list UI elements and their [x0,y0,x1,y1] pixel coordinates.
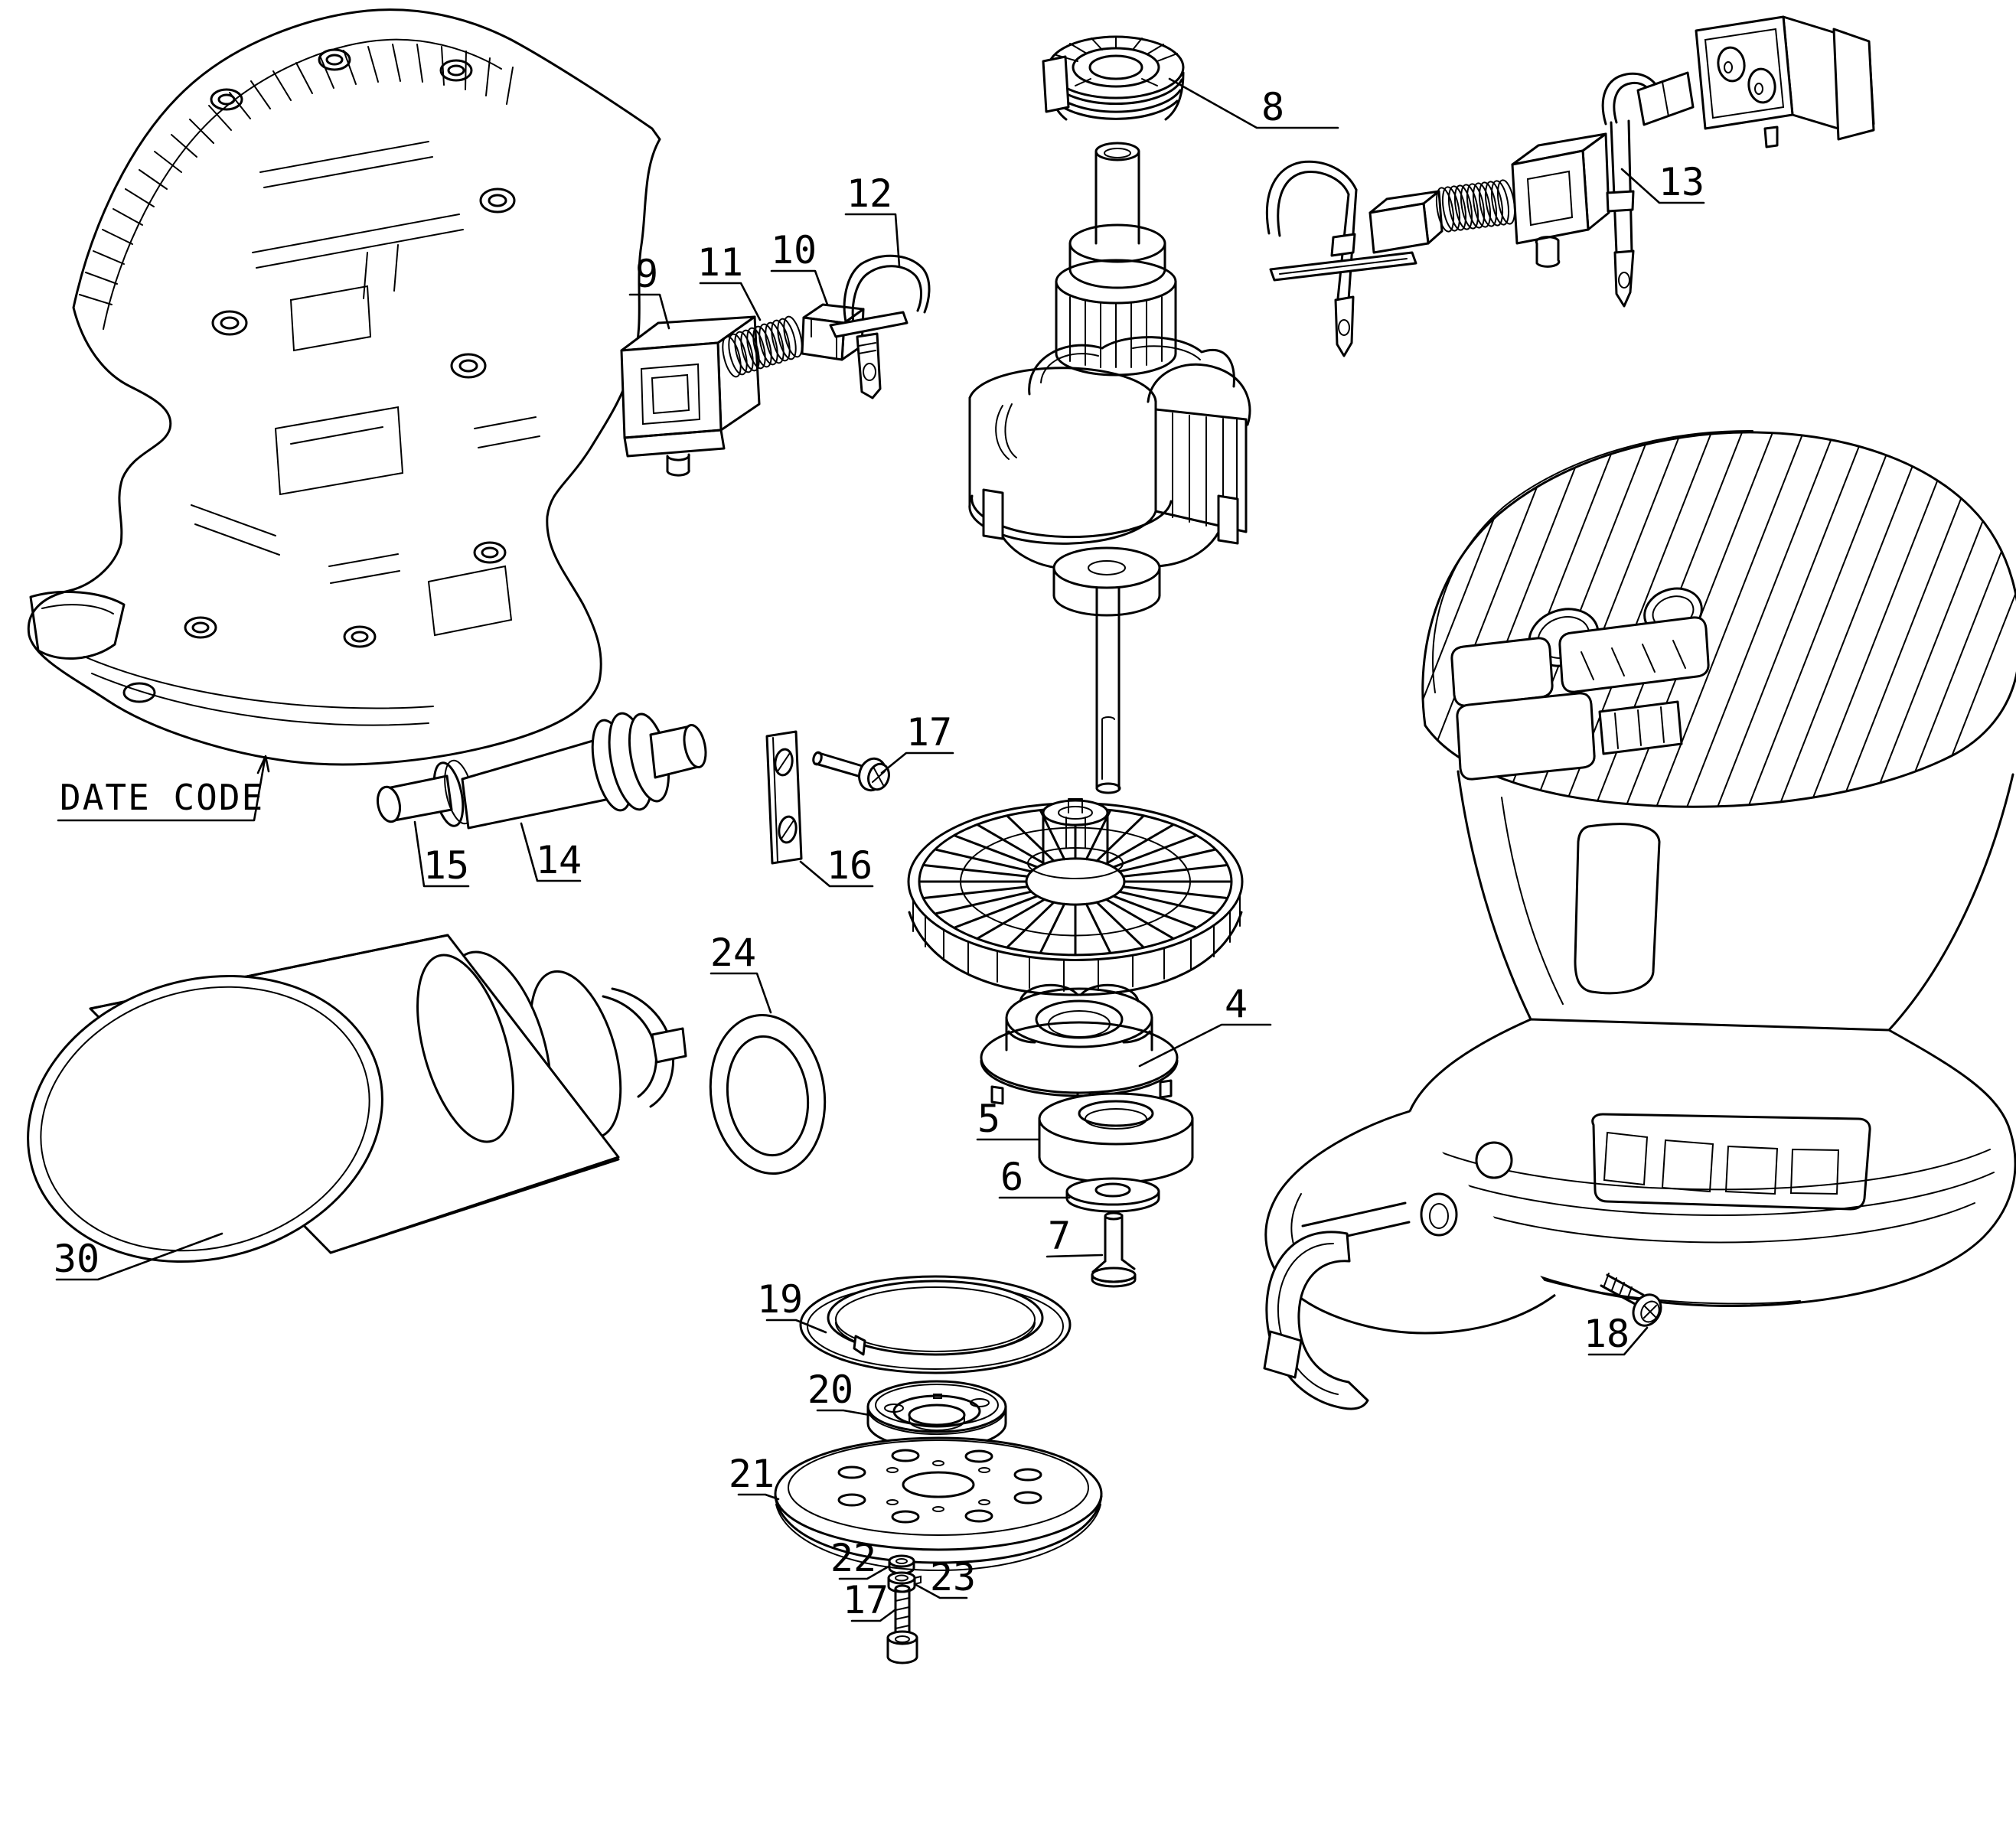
front-recess [1450,637,1554,707]
fan-blades [919,807,1231,956]
part-7-screw [1091,1211,1137,1288]
housing-base-flap [29,590,126,660]
svg-text:21: 21 [729,1452,775,1496]
brush-spring-11 [722,315,803,378]
brush-holder-9 [620,341,723,439]
svg-text:5: 5 [977,1097,1000,1141]
o-ring-24 [709,1013,827,1175]
terminal-clip-12 [829,254,931,399]
callout-5: 5 [976,1097,1040,1141]
callouts: 8 9 10 11 12 13 4 5 6 7 14 15 16 17 24 3… [54,77,1705,1622]
svg-text:24: 24 [710,931,756,975]
callout-8: 8 [1168,77,1339,129]
housing-left-half [27,8,661,766]
svg-text:17: 17 [843,1578,889,1622]
dust-canister-30 [27,934,687,1263]
retainer-tab [1042,55,1070,113]
callout-7: 7 [1046,1214,1104,1258]
svg-text:16: 16 [827,843,873,888]
callout-21: 21 [729,1452,780,1501]
retaining-plate-16 [765,730,803,865]
spindle-group [376,712,890,865]
screw-18 [1600,1273,1662,1327]
switch-flange [1832,28,1875,141]
svg-text:22: 22 [830,1536,876,1580]
callout-20: 20 [807,1368,871,1417]
svg-text:23: 23 [930,1555,976,1599]
pad-brake-ring-19 [799,1275,1072,1374]
svg-text:13: 13 [1659,160,1704,204]
part-8-field-retainer [1042,35,1185,121]
part-5-counterweight [1038,1092,1194,1184]
svg-text:10: 10 [771,228,817,272]
clamp-front [1263,1231,1369,1410]
canister-face [27,974,383,1263]
callout-10: 10 [770,228,829,306]
brush-spring-right [1435,179,1516,233]
callout-11: 11 [697,240,762,321]
callout-22: 22 [830,1536,890,1580]
svg-text:8: 8 [1261,85,1284,129]
date-code-label: DATE CODE [60,777,264,818]
carbon-brush-right [1368,202,1430,254]
svg-text:17: 17 [906,710,952,755]
pad-small-holes [886,1460,990,1512]
fan [909,798,1242,996]
svg-text:4: 4 [1225,982,1248,1026]
brush-assembly-left [620,254,931,477]
sander-body [1263,429,2016,1410]
brush-holder-right [1511,149,1590,245]
bearing-seal-20 [866,1380,1007,1450]
front-vent [1558,616,1710,693]
part-4-bearing-retainer [980,983,1179,1118]
callout-23: 23 [913,1555,976,1599]
canister-latch [651,1027,687,1064]
housing-interior-ribs [83,141,540,726]
pad-holes [837,1449,1042,1524]
brush-assembly-right [1265,132,1610,357]
pin-15 [376,785,402,823]
callout-4: 4 [1138,982,1272,1068]
svg-text:12: 12 [847,171,892,216]
pad-washer-22 [888,1554,915,1575]
callout-18: 18 [1584,1312,1649,1356]
part-6-washer [1065,1177,1160,1213]
svg-text:7: 7 [1048,1214,1071,1258]
housing-screw-bosses [122,48,516,703]
housing-rib-band [79,44,514,305]
arrowhead [256,755,270,774]
svg-text:18: 18 [1584,1312,1629,1356]
screw-17-mid [812,751,890,792]
armature-field-assembly [968,142,1251,794]
svg-text:6: 6 [1000,1155,1023,1199]
callout-24: 24 [710,931,772,1014]
date-code-annotation: DATE CODE [57,755,270,822]
fan-hub [1042,799,1109,826]
callout-14: 14 [520,822,582,882]
svg-text:11: 11 [697,240,743,285]
svg-text:14: 14 [536,838,582,882]
pad-nut-23 [887,1571,922,1593]
switch-assembly [1601,15,1875,308]
svg-text:19: 19 [757,1277,803,1322]
svg-text:9: 9 [635,252,658,296]
sanding-pad-21 [774,1436,1103,1572]
callout-6: 6 [998,1155,1071,1199]
pad-screw-17 [886,1584,918,1664]
callout-12: 12 [844,171,901,268]
svg-text:30: 30 [54,1237,99,1281]
callout-17-mid: 17 [880,710,954,774]
callout-16: 16 [799,843,874,888]
callout-15: 15 [413,820,470,888]
svg-text:15: 15 [423,843,469,888]
grip-panel [1574,823,1661,995]
callout-19: 19 [757,1277,827,1334]
detent-ball [1475,1141,1513,1179]
callout-13: 13 [1620,160,1705,204]
callout-30: 30 [54,1232,223,1281]
callout-9: 9 [628,252,670,330]
svg-text:20: 20 [807,1368,853,1412]
callout-17-bottom: 17 [843,1578,896,1622]
